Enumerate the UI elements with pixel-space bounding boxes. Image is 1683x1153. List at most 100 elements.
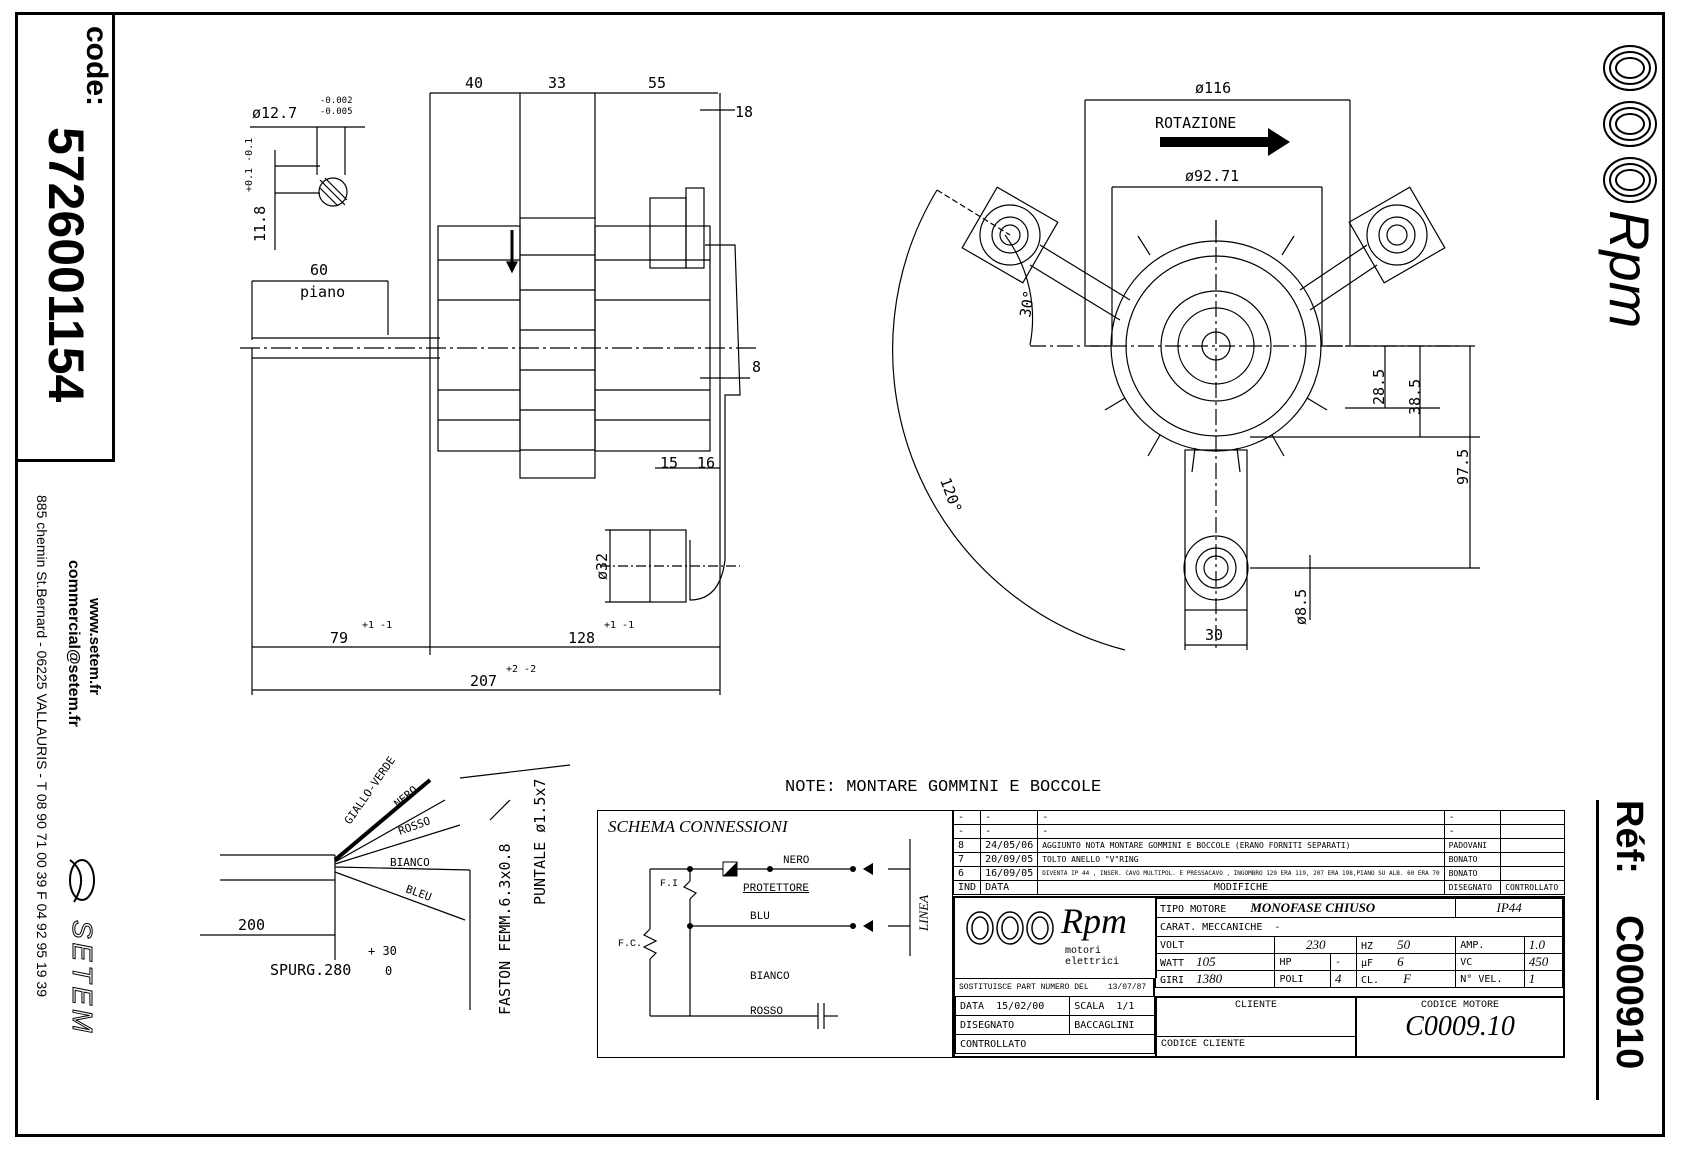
drawing-frame xyxy=(15,12,1665,1137)
wire-bianco-label: BIANCO xyxy=(750,971,790,983)
cable-labels: GIALLO-VERDE NERO ROSSO BIANCO BLEU 200 … xyxy=(238,754,549,1015)
revision-row: ---- xyxy=(952,810,1565,825)
faston-label: FASTON FEMM.6.3x0.8 xyxy=(496,843,514,1015)
shaft-diameter-label: ø12.7 xyxy=(252,104,297,122)
drawing-date: 15/02/00 xyxy=(996,1000,1045,1012)
front-view-labels: ø116 ROTAZIONE ø92.71 30° 120° 28.5 38.5… xyxy=(936,79,1472,644)
strip-tol-upper: + 30 xyxy=(368,944,397,958)
angle-30-label: 30° xyxy=(1016,289,1038,319)
rpm-logo-icon xyxy=(966,911,1054,945)
protector-label: PROTETTORE xyxy=(743,883,810,895)
dim-30-label: 30 xyxy=(1205,626,1223,644)
dim-38-5-label: 38.5 xyxy=(1406,379,1424,415)
motor-code-value: C0009.10 xyxy=(1405,1011,1515,1042)
cable-drawing xyxy=(200,764,571,1010)
giri-value: 1380 xyxy=(1196,971,1223,986)
outer-diameter-label: ø116 xyxy=(1195,79,1231,97)
wire-label-bianco: BIANCO xyxy=(390,856,430,869)
nvel-value: 1 xyxy=(1523,970,1564,988)
dim-18-label: 18 xyxy=(735,103,753,121)
cooling-fins xyxy=(1090,220,1342,473)
dim-28-5-label: 28.5 xyxy=(1370,369,1388,405)
title-brand-cell: Rpm motori elettrici xyxy=(955,898,1157,978)
angle-120-label: 120° xyxy=(936,475,965,515)
schema-title: SCHEMA CONNESSIONI xyxy=(608,817,788,836)
side-view-labels: ø12.7 -0.002 -0.005 11.8 +0.1 -0.1 60 pi… xyxy=(244,74,761,690)
side-view xyxy=(240,92,760,695)
dim-32-label: ø32 xyxy=(593,553,611,580)
volt-value: 230 xyxy=(1274,936,1357,954)
rotation-label: ROTAZIONE xyxy=(1155,114,1236,132)
mounting-arm-right xyxy=(1299,186,1446,311)
resistor-fc-icon xyxy=(642,928,658,960)
hp-value: - xyxy=(1330,953,1357,971)
drawn-by: BACCAGLINI xyxy=(1069,1015,1155,1035)
rotation-arrow-icon xyxy=(1160,128,1290,156)
puntale-label: PUNTALE ø1.5x7 xyxy=(531,779,549,905)
wire-nero-label: NERO xyxy=(783,855,810,867)
front-view xyxy=(892,99,1480,651)
dim-207-tol: +2 -2 xyxy=(506,664,536,675)
dim-40-label: 40 xyxy=(465,74,483,92)
linea-label: LINEA xyxy=(916,894,931,931)
flat-length-label: 60 xyxy=(310,261,328,279)
watt-value: 105 xyxy=(1196,954,1216,969)
wire-rosso-label: ROSSO xyxy=(750,1006,784,1018)
code-box: code: 5726001154 xyxy=(15,12,115,462)
dim-55-label: 55 xyxy=(648,74,666,92)
dim-97-5-label: 97.5 xyxy=(1454,449,1472,485)
dim-128-tol: +1 -1 xyxy=(604,620,634,631)
wire-blu-label: BLU xyxy=(750,911,770,923)
motor-code-cell: CODICE MOTORE C0009.10 xyxy=(1355,996,1563,1056)
tipo-motore-value: MONOFASE CHIUSO xyxy=(1250,900,1376,915)
shaft-tol-lower: -0.005 xyxy=(320,107,353,117)
shaft-section xyxy=(318,177,348,207)
drawing-scale: 1/1 xyxy=(1116,1000,1135,1012)
resistor-fi-icon xyxy=(682,880,698,900)
wiring-schema: SCHEMA CONNESSIONI NERO PROTETTORE BLU xyxy=(597,810,953,1058)
shaft-tol-upper: -0.002 xyxy=(320,96,353,106)
dim-79-tol: +1 -1 xyxy=(362,620,392,631)
revision-row: ---- xyxy=(952,824,1565,839)
dim-8-label: 8 xyxy=(752,358,761,376)
vc-value: 450 xyxy=(1523,953,1564,971)
ref-underline xyxy=(1596,800,1599,1100)
ip-rating: IP44 xyxy=(1455,898,1563,918)
dim-128-label: 128 xyxy=(568,629,595,647)
wire-label-nero: NERO xyxy=(392,783,421,810)
dim-8-5-label: ø8.5 xyxy=(1292,589,1310,625)
dim-79-label: 79 xyxy=(330,629,348,647)
flat-dim-label: 11.8 xyxy=(251,206,269,242)
mounting-arm-left xyxy=(961,186,1131,321)
cl-value: F xyxy=(1403,971,1412,986)
dim-207-label: 207 xyxy=(470,672,497,690)
title-brand: Rpm xyxy=(1061,901,1127,941)
client-cell: CLIENTE CODICE CLIENTE xyxy=(1155,996,1355,1056)
angle-arc xyxy=(892,189,1126,651)
dim-33-label: 33 xyxy=(548,74,566,92)
fc-label: F.C. xyxy=(618,939,643,950)
title-brand-sub: motori elettrici xyxy=(1065,946,1120,968)
assembly-note: NOTE: MONTARE GOMMINI E BOCCOLE xyxy=(785,778,1102,797)
flat-tol-label: +0.1 -0.1 xyxy=(244,138,255,192)
wiring-diagram xyxy=(642,839,911,1029)
wire-label-bleu: BLEU xyxy=(404,883,433,904)
uf-value: 6 xyxy=(1397,954,1404,969)
cable-length-label: 200 xyxy=(238,916,265,934)
strip-length-label: SPURG.280 xyxy=(270,961,351,979)
sostituisce-cell: SOSTITUISCE PART NUMERO DEL 13/07/87 xyxy=(955,978,1155,996)
dim-16-label: 16 xyxy=(697,454,715,472)
title-block: Rpm motori elettrici SOSTITUISCE PART NU… xyxy=(953,896,1565,1058)
setem-logo-icon xyxy=(69,859,95,903)
rpm-coils-icon xyxy=(1603,45,1657,203)
fi-label: F.I xyxy=(660,879,679,890)
strip-tol-lower: 0 xyxy=(385,964,392,978)
flat-label: piano xyxy=(300,283,345,301)
